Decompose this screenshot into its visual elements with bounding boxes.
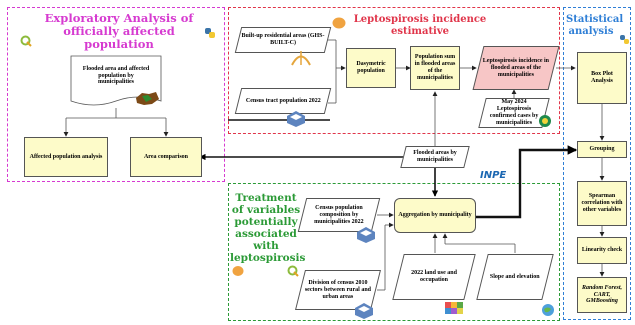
exploratory-panel — [7, 7, 225, 182]
linearity-box: Linearity check — [577, 237, 627, 264]
statistical-panel — [563, 7, 631, 320]
ghs-built-icon — [290, 48, 312, 66]
grouping-box: Grouping — [577, 141, 627, 158]
exploratory-title: Exploratory Analysis of officially affec… — [44, 11, 194, 52]
qgis-icon-2 — [287, 262, 299, 277]
flooded-areas-box: Flooded areas by municipalities — [400, 146, 470, 168]
incidence-estimate-label: Leptospirosis incidence in flooded areas… — [482, 57, 550, 78]
box-plot-box: Box Plot Analysis — [577, 52, 627, 104]
division-label: Division of census 2010 sectors between … — [304, 279, 372, 300]
spearman-box: Spearman correlation with other variable… — [577, 181, 627, 226]
slope-box: Slope and elevation — [476, 254, 554, 300]
qgis-icon-treatment — [232, 262, 244, 276]
ghsl-orange-icon — [332, 14, 346, 29]
slope-label: Slope and elevation — [490, 273, 540, 280]
ibge-icon — [286, 110, 306, 128]
affected-population-box: Affected population analysis — [24, 137, 108, 177]
aggregation-box: Aggregation by municipality — [394, 198, 476, 233]
census-tract-box: Census tract population 2022 — [234, 88, 332, 114]
incidence-title: Leptospirosis incidence estimative — [353, 14, 487, 37]
confirmed-cases-label: May 2024 Leptospirosis confirmed cases b… — [489, 99, 539, 126]
python-icon — [204, 24, 216, 38]
map-icon — [134, 90, 160, 106]
land-use-box: 2022 land use and occupation — [392, 254, 476, 300]
flooded-areas-label: Flooded areas by municipalities — [413, 150, 457, 163]
population-sum-box: Population sum in flooded areas of the m… — [410, 46, 460, 90]
builtup-label: Built-up residential areas (GHS-BUILT-C) — [241, 33, 325, 46]
mapbiomas-icon — [443, 300, 465, 318]
statistical-title: Statistical analysis — [566, 14, 624, 37]
qgis-icon — [20, 32, 32, 47]
area-comparison-box: Area comparison — [130, 137, 202, 177]
dasymetric-box: Dasymetric population — [346, 48, 396, 88]
models-box: Random Forest, CART, GMBoosting — [577, 277, 627, 313]
treatment-panel — [228, 183, 560, 321]
ibge-icon-2 — [356, 226, 376, 244]
land-use-label: 2022 land use and occupation — [411, 270, 457, 283]
python-icon-stat — [619, 30, 630, 44]
ibge-icon-3 — [354, 302, 374, 320]
treatment-title: Treatment of variables potentially assoc… — [230, 192, 306, 265]
census-composition-label: Census population composition by municip… — [314, 204, 364, 225]
flooded-affected-label: Flooded area and affected population by … — [82, 65, 150, 86]
census-tract-label: Census tract population 2022 — [245, 97, 321, 104]
globe-icon — [541, 302, 555, 316]
incidence-estimate-box: Leptospirosis incidence in flooded areas… — [472, 46, 560, 90]
incidence-panel — [228, 7, 560, 134]
builtup-box: Built-up residential areas (GHS-BUILT-C) — [234, 27, 332, 53]
health-logo-icon — [537, 113, 553, 127]
inpe-logo: INPE — [480, 170, 507, 181]
